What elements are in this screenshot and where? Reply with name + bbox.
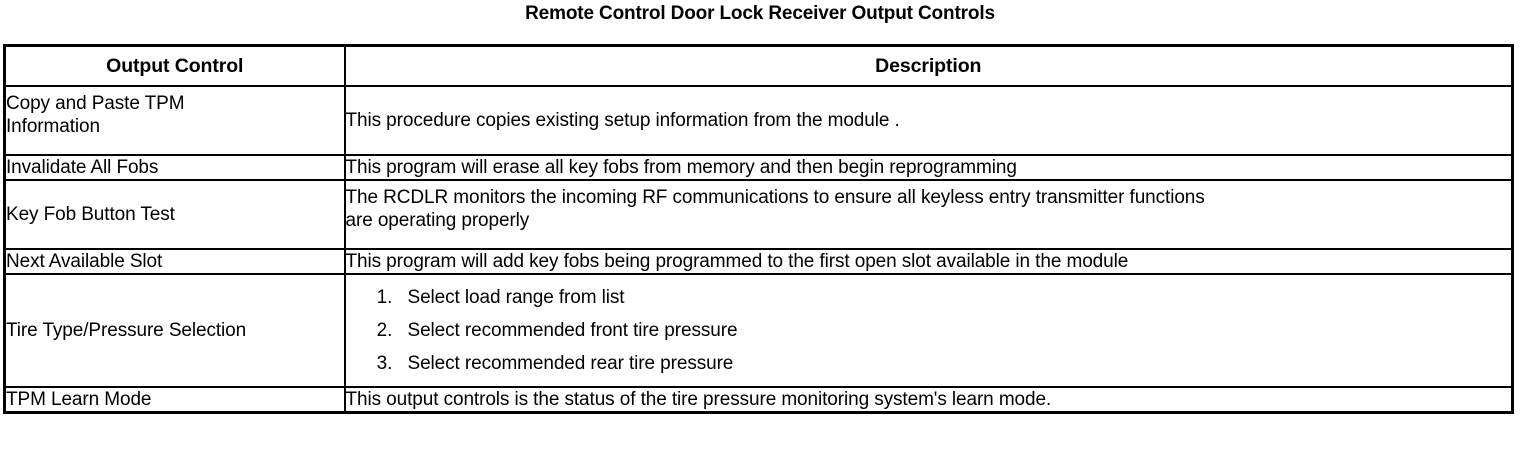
description-text: This output controls is the status of th… — [345, 389, 1052, 410]
cell-description: This program will add key fobs being pro… — [343, 248, 1514, 275]
list-item: Select load range from list — [398, 281, 1512, 314]
description-text: This procedure copies existing setup inf… — [345, 110, 900, 131]
table-row: Copy and Paste TPM Information This proc… — [3, 85, 1514, 156]
page-title: Remote Control Door Lock Receiver Output… — [525, 3, 995, 24]
cell-description: This procedure copies existing setup inf… — [343, 85, 1514, 156]
list-item: Select recommended front tire pressure — [398, 314, 1512, 347]
cell-output-control-name: TPM Learn Mode — [3, 386, 346, 414]
cell-output-control-name: Key Fob Button Test — [3, 179, 346, 250]
cell-description: Select load range from list Select recom… — [343, 273, 1514, 388]
cell-output-control-name: Tire Type/Pressure Selection — [3, 273, 346, 388]
column-header-output-control: Output Control — [3, 44, 346, 87]
cell-description: This program will erase all key fobs fro… — [343, 154, 1514, 181]
output-controls-table-container: Output Control Description Copy and Past… — [3, 44, 1514, 414]
list-item: Select recommended rear tire pressure — [398, 347, 1512, 380]
table-header: Output Control Description — [3, 44, 1514, 87]
output-control-name-line-2: Information — [6, 116, 100, 137]
table-row: Invalidate All Fobs This program will er… — [3, 154, 1514, 181]
description-step-list: Select load range from list Select recom… — [346, 281, 1512, 380]
table-row: TPM Learn Mode This output controls is t… — [3, 386, 1514, 414]
description-line-2: are operating properly — [345, 210, 530, 231]
cell-description: This output controls is the status of th… — [343, 386, 1514, 414]
table-row: Key Fob Button Test The RCDLR monitors t… — [3, 179, 1514, 250]
cell-description: The RCDLR monitors the incoming RF commu… — [343, 179, 1514, 250]
output-controls-table: Output Control Description Copy and Past… — [3, 44, 1514, 414]
description-text: This program will add key fobs being pro… — [345, 251, 1129, 272]
description-text: This program will erase all key fobs fro… — [345, 157, 1017, 178]
column-header-description: Description — [343, 44, 1514, 87]
description-line-1: The RCDLR monitors the incoming RF commu… — [345, 187, 1205, 208]
table-header-row: Output Control Description — [3, 44, 1514, 87]
output-control-name-line-1: Copy and Paste TPM — [6, 93, 185, 114]
table-row: Next Available Slot This program will ad… — [3, 248, 1514, 275]
cell-output-control-name: Next Available Slot — [3, 248, 346, 275]
cell-output-control-name: Copy and Paste TPM Information — [3, 85, 346, 156]
table-row: Tire Type/Pressure Selection Select load… — [3, 273, 1514, 388]
cell-output-control-name: Invalidate All Fobs — [3, 154, 346, 181]
table-body: Copy and Paste TPM Information This proc… — [3, 85, 1514, 414]
